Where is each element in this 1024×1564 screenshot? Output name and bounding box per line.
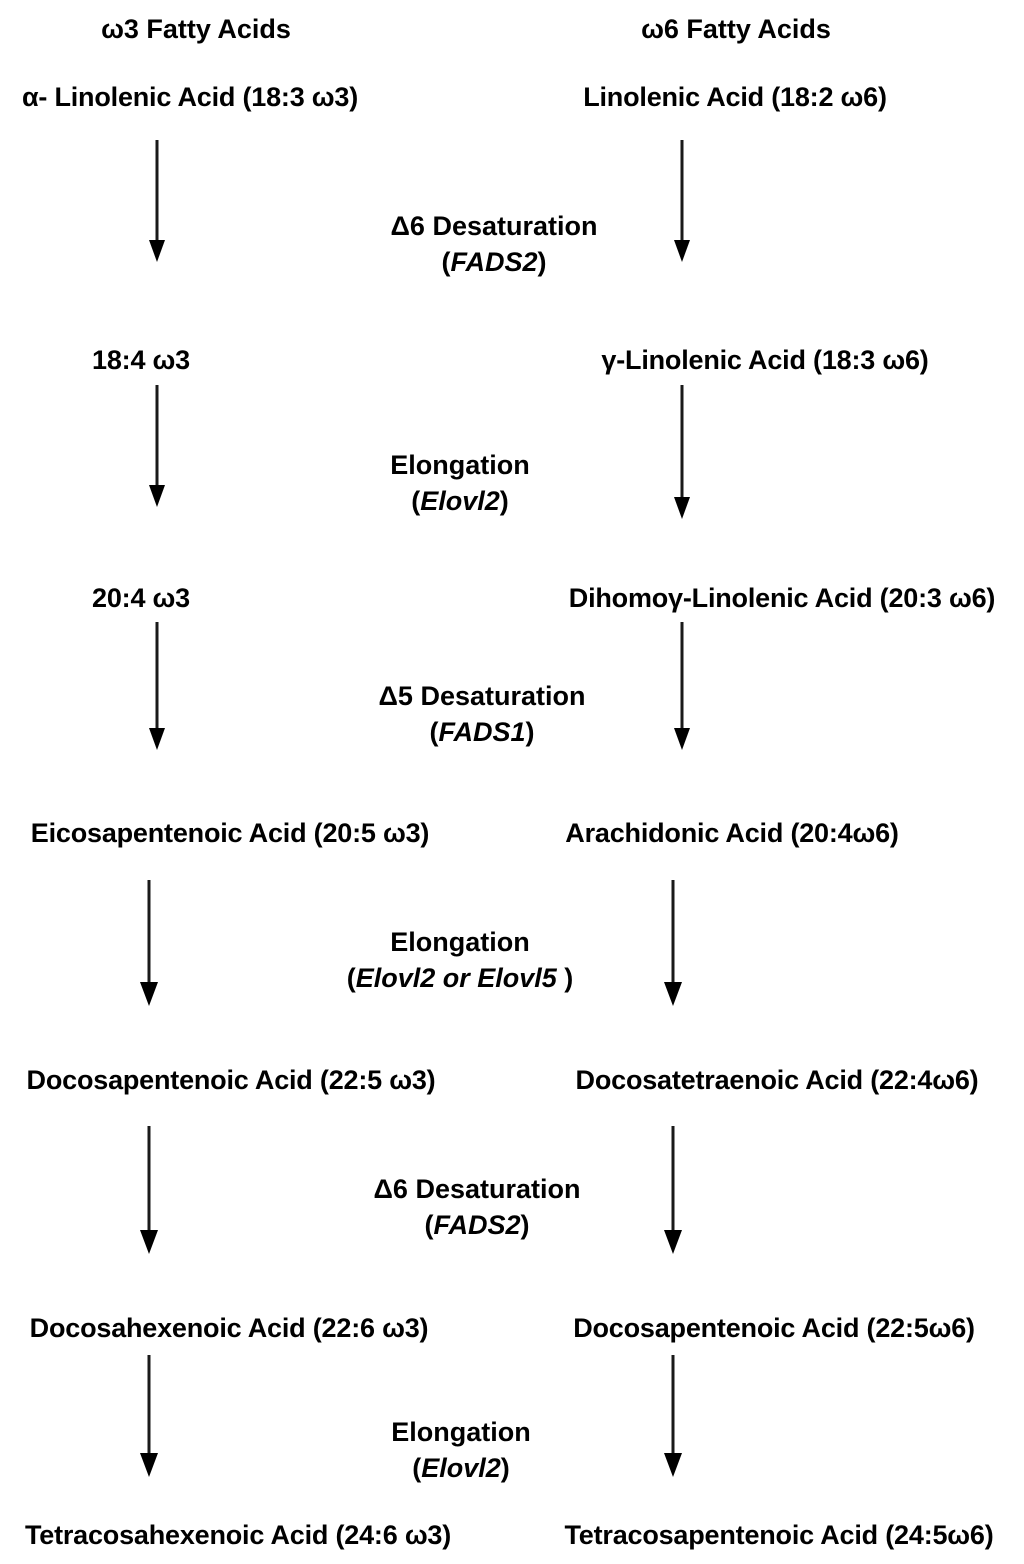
node-omega3-1: 18:4 ω3 (92, 345, 190, 375)
step-label-0: Δ6 Desaturation (FADS2) (391, 209, 598, 280)
down-arrow-icon (660, 880, 686, 1008)
step-gene-0: (FADS2) (391, 245, 598, 281)
down-arrow-icon (136, 880, 162, 1008)
node-omega6-3: Arachidonic Acid (20:4ω6) (565, 818, 899, 848)
paren-open: ( (346, 962, 356, 993)
step-reaction-4: Δ6 Desaturation (373, 1174, 581, 1204)
paren-open: ( (411, 485, 421, 516)
gene-name: FADS2 (450, 246, 538, 277)
step-label-4: Δ6 Desaturation (FADS2) (374, 1172, 581, 1243)
step-gene-3: (Elovl2 or Elovl5 ) (347, 961, 574, 997)
column-header-omega3: ω3 Fatty Acids (101, 14, 291, 44)
step-label-1: Elongation (Elovl2) (390, 448, 529, 519)
paren-open: ( (424, 1209, 434, 1240)
step-label-5: Elongation (Elovl2) (391, 1415, 530, 1486)
down-arrow-icon (670, 385, 694, 521)
step-gene-1: (Elovl2) (390, 484, 529, 520)
step-reaction-2: Δ5 Desaturation (378, 681, 586, 711)
step-reaction-3: Elongation (390, 927, 530, 957)
gene-name: Elovl2 (420, 485, 500, 516)
paren-close: ) (537, 246, 547, 277)
down-arrow-icon (145, 140, 169, 264)
node-omega6-1: γ-Linolenic Acid (18:3 ω6) (601, 345, 929, 375)
paren-open: ( (441, 246, 451, 277)
down-arrow-icon (660, 1355, 686, 1479)
down-arrow-icon (145, 385, 169, 509)
down-arrow-icon (670, 140, 694, 264)
node-omega3-0: α- Linolenic Acid (18:3 ω3) (21, 82, 359, 112)
step-reaction-0: Δ6 Desaturation (390, 211, 598, 241)
step-gene-2: (FADS1) (379, 715, 586, 751)
paren-open: ( (429, 716, 439, 747)
down-arrow-icon (670, 622, 694, 752)
step-label-3: Elongation (Elovl2 or Elovl5 ) (347, 925, 574, 996)
paren-close: ) (556, 962, 574, 993)
node-omega6-6: Tetracosapentenoic Acid (24:5ω6) (564, 1520, 994, 1550)
paren-close: ) (499, 485, 509, 516)
step-reaction-1: Elongation (390, 450, 530, 480)
down-arrow-icon (660, 1126, 686, 1256)
gene-name: Elovl2 (421, 1452, 501, 1483)
paren-open: ( (412, 1452, 422, 1483)
column-header-omega6: ω6 Fatty Acids (641, 14, 831, 44)
gene-name: FADS2 (433, 1209, 521, 1240)
node-omega3-3: Eicosapentenoic Acid (20:5 ω3) (30, 818, 430, 848)
node-omega3-4: Docosapentenoic Acid (22:5 ω3) (26, 1065, 436, 1095)
down-arrow-icon (136, 1355, 162, 1479)
gene-name: FADS1 (438, 716, 526, 747)
node-omega3-5: Docosahexenoic Acid (22:6 ω3) (29, 1313, 429, 1343)
step-gene-5: (Elovl2) (391, 1451, 530, 1487)
gene-name: Elovl2 or Elovl5 (355, 962, 557, 993)
paren-close: ) (525, 716, 535, 747)
step-gene-4: (FADS2) (374, 1208, 581, 1244)
node-omega6-0: Linolenic Acid (18:2 ω6) (583, 82, 887, 112)
node-omega6-5: Docosapentenoic Acid (22:5ω6) (573, 1313, 975, 1343)
down-arrow-icon (145, 622, 169, 752)
node-omega3-2: 20:4 ω3 (92, 583, 190, 613)
down-arrow-icon (136, 1126, 162, 1256)
node-omega6-4: Docosatetraenoic Acid (22:4ω6) (575, 1065, 979, 1095)
node-omega3-6: Tetracosahexenoic Acid (24:6 ω3) (24, 1520, 452, 1550)
node-omega6-2: Dihomoγ-Linolenic Acid (20:3 ω6) (568, 583, 996, 613)
step-reaction-5: Elongation (391, 1417, 531, 1447)
paren-close: ) (520, 1209, 530, 1240)
step-label-2: Δ5 Desaturation (FADS1) (379, 679, 586, 750)
paren-close: ) (500, 1452, 510, 1483)
